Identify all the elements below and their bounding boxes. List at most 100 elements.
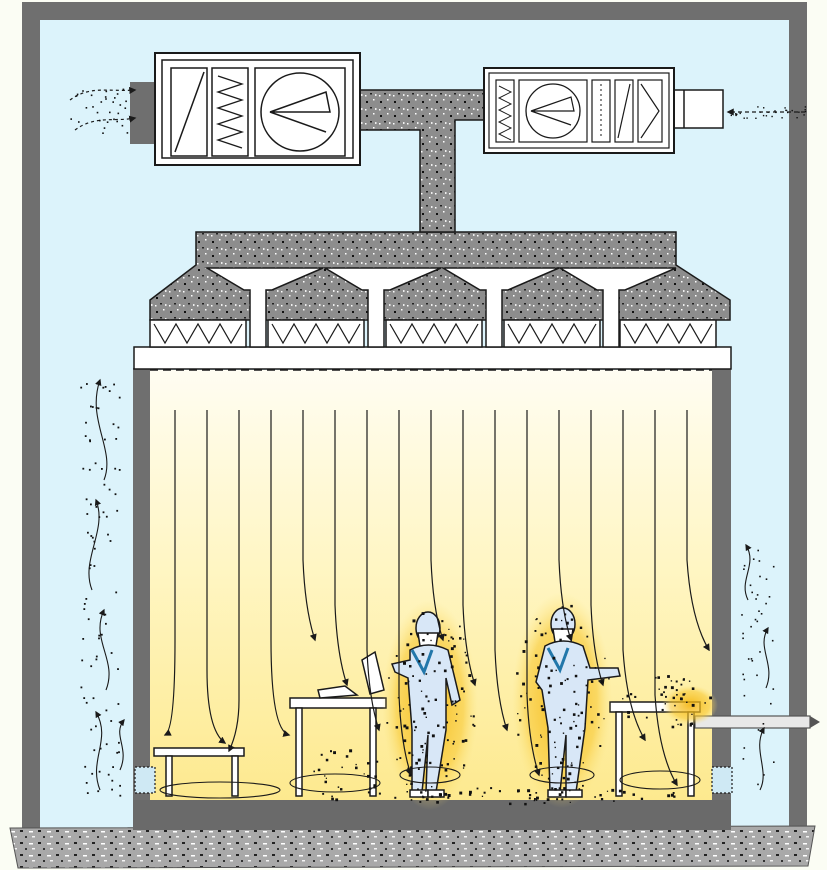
particle (663, 691, 665, 694)
particle (575, 724, 578, 727)
particle (735, 114, 737, 117)
particle (517, 733, 520, 736)
particle (121, 124, 124, 127)
particle (75, 95, 78, 97)
particle (660, 693, 663, 696)
particle (522, 682, 525, 686)
particle (454, 704, 457, 707)
particle (772, 688, 775, 690)
particle (543, 802, 546, 804)
particle (422, 749, 424, 751)
particle (76, 93, 79, 96)
particle (742, 632, 744, 635)
particle (445, 775, 448, 778)
particle (90, 665, 93, 668)
particle (553, 718, 556, 721)
particle (498, 790, 501, 793)
particle (516, 672, 519, 675)
particle (324, 775, 326, 777)
downflow-arrow (462, 410, 477, 687)
particle (490, 787, 493, 790)
turbulent-floor-eddies (159, 766, 701, 799)
particle (95, 658, 98, 661)
downflow-arrow (270, 410, 291, 737)
particle (686, 701, 688, 703)
particle (752, 558, 755, 560)
particle (115, 438, 118, 440)
particle (465, 661, 468, 664)
particle (804, 110, 807, 113)
particle (324, 780, 327, 784)
particle (464, 739, 468, 742)
particle (429, 761, 432, 765)
particle (537, 687, 540, 689)
particle (743, 747, 746, 749)
particle (91, 406, 94, 408)
particle (451, 700, 454, 703)
particle (604, 657, 606, 660)
particle (425, 673, 428, 675)
particle (680, 697, 683, 700)
particle (117, 426, 120, 429)
hepa-filter-media (153, 322, 243, 345)
particle (415, 761, 418, 765)
particle (569, 789, 571, 792)
particle (756, 594, 759, 596)
particle (554, 746, 556, 749)
particle (556, 798, 559, 801)
particle (425, 695, 428, 698)
downflow-arrow (590, 410, 605, 687)
particle (101, 468, 103, 470)
particle (798, 111, 800, 113)
particle (539, 762, 542, 765)
particle (406, 643, 410, 647)
hepa-filter-media (623, 322, 713, 345)
particle (600, 798, 604, 801)
particle (667, 794, 671, 798)
particle (562, 732, 565, 734)
particle (431, 786, 433, 788)
particle (417, 788, 419, 791)
particle (425, 716, 427, 718)
particle (119, 784, 121, 787)
particle (337, 786, 340, 788)
particle (93, 547, 96, 550)
particle (672, 792, 675, 794)
particle (555, 669, 557, 672)
particle (758, 610, 760, 612)
floor-slab (9, 825, 816, 869)
particle (575, 702, 578, 706)
particle (430, 639, 432, 642)
particle (373, 784, 377, 788)
particle (561, 758, 565, 761)
particle (536, 796, 539, 800)
particle (103, 483, 106, 486)
particle (657, 676, 660, 679)
particle (118, 741, 120, 744)
particle (119, 104, 122, 106)
particle (81, 659, 84, 662)
particle (410, 782, 413, 785)
particle (111, 779, 114, 782)
particle (440, 764, 443, 767)
particle (754, 618, 757, 621)
particle (95, 725, 97, 728)
cleanroom-wall-left (133, 368, 150, 830)
particle (422, 751, 424, 754)
return-air-grille-right (711, 766, 733, 794)
particle (630, 693, 633, 696)
particle (570, 764, 573, 767)
particle (427, 700, 430, 703)
particle (83, 697, 86, 699)
particle (448, 640, 450, 642)
particle (410, 632, 413, 636)
particle (561, 798, 564, 801)
particle (704, 702, 706, 704)
particle (116, 751, 119, 754)
particle (675, 689, 678, 692)
particle (540, 734, 542, 736)
particle (437, 724, 440, 727)
particle (82, 467, 85, 470)
particle (691, 703, 695, 707)
particle (105, 90, 108, 93)
